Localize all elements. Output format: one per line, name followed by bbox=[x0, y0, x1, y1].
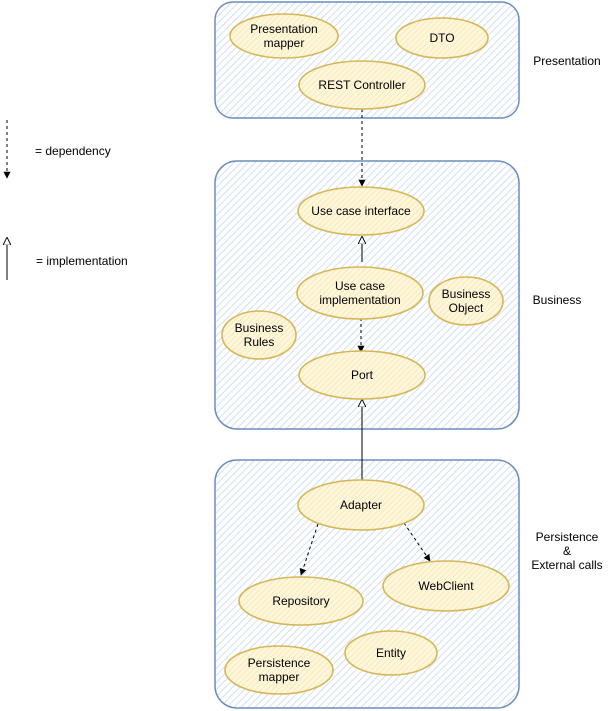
node-shape bbox=[296, 266, 424, 320]
node-label: DTO bbox=[429, 31, 454, 45]
layer-label-persistence-line2: & bbox=[563, 544, 571, 558]
node-label: Presentation bbox=[250, 22, 317, 36]
node-repository: Repository bbox=[238, 576, 364, 626]
node-label: mapper bbox=[259, 670, 300, 684]
node-label: Adapter bbox=[340, 498, 382, 512]
edge-adapter-to-repository bbox=[299, 523, 319, 576]
legend-implementation-label: = implementation bbox=[36, 254, 128, 268]
node-label: WebClient bbox=[418, 579, 474, 593]
node-label: implementation bbox=[319, 293, 400, 307]
node-shape bbox=[428, 276, 504, 326]
node-label: Port bbox=[351, 368, 374, 382]
node-shape bbox=[297, 186, 425, 236]
node-use-case-interface: Use case interface bbox=[297, 186, 425, 236]
node-shape bbox=[224, 645, 334, 695]
node-entity: Entity bbox=[344, 630, 438, 676]
node-port: Port bbox=[298, 350, 426, 400]
node-label: Repository bbox=[272, 594, 329, 608]
legend: = dependency = implementation bbox=[7, 120, 128, 280]
node-shape bbox=[395, 17, 489, 59]
node-webclient: WebClient bbox=[382, 560, 510, 612]
node-shape bbox=[344, 630, 438, 676]
node-label: Rules bbox=[244, 335, 275, 349]
node-shape bbox=[382, 560, 510, 612]
node-shape bbox=[298, 60, 426, 110]
node-label: Business bbox=[442, 287, 491, 301]
node-rest-controller: REST Controller bbox=[298, 60, 426, 110]
node-label: Business bbox=[235, 321, 284, 335]
node-label: mapper bbox=[264, 36, 305, 50]
node-shape bbox=[238, 576, 364, 626]
node-label: Use case bbox=[335, 279, 385, 293]
layer-label-business: Business bbox=[533, 293, 582, 307]
node-label: Persistence bbox=[248, 656, 311, 670]
node-shape bbox=[229, 13, 339, 59]
node-label: Use case interface bbox=[311, 204, 411, 218]
node-adapter: Adapter bbox=[297, 479, 425, 531]
layer-label-persistence-line1: Persistence bbox=[536, 530, 599, 544]
legend-dependency-label: = dependency bbox=[35, 144, 111, 158]
node-shape bbox=[297, 479, 425, 531]
layer-label-persistence-line3: External calls bbox=[531, 558, 602, 572]
node-label: Object bbox=[449, 301, 484, 315]
node-shape bbox=[298, 350, 426, 400]
node-shape bbox=[221, 310, 297, 360]
node-label: REST Controller bbox=[318, 78, 405, 92]
edge-adapter-to-webclient bbox=[403, 522, 431, 562]
node-dto: DTO bbox=[395, 17, 489, 59]
layer-label-presentation: Presentation bbox=[533, 54, 600, 68]
node-label: Entity bbox=[376, 646, 406, 660]
